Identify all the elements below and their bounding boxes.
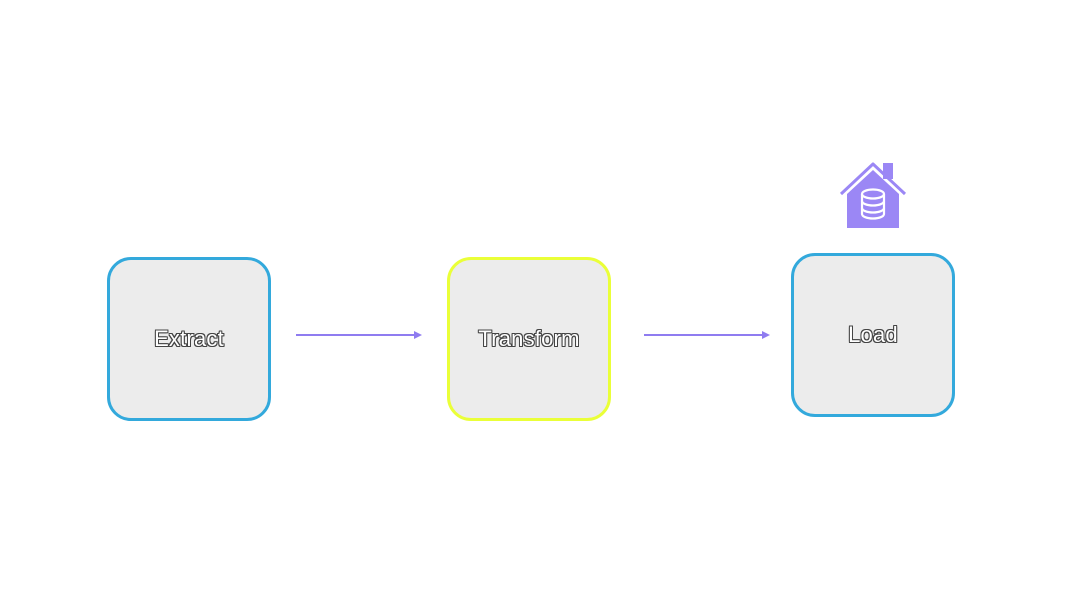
transform-node[interactable]: Transform xyxy=(447,257,611,421)
data-warehouse-icon xyxy=(839,162,907,228)
extract-node[interactable]: Extract xyxy=(107,257,271,421)
extract-to-transform-arrow xyxy=(296,331,422,339)
transform-to-load-arrow xyxy=(644,331,770,339)
extract-node-label: Extract xyxy=(154,326,224,351)
load-node-label: Load xyxy=(848,322,898,347)
transform-node-label: Transform xyxy=(478,326,580,351)
load-node[interactable]: Load xyxy=(791,253,955,417)
